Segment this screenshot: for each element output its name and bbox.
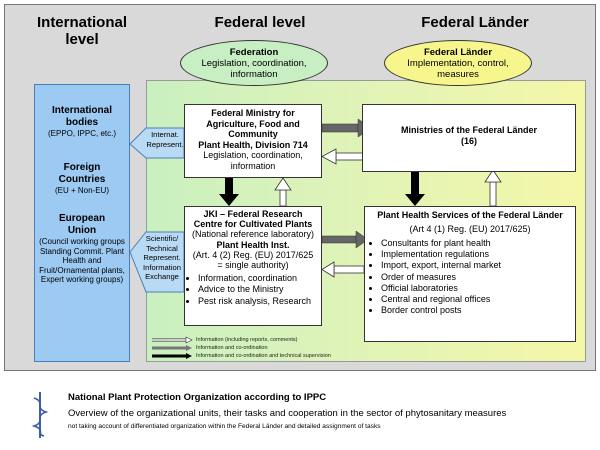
laender-ellipse-title: Federal Länder xyxy=(423,46,493,58)
arrow-services-to-jki xyxy=(321,261,365,278)
ministry-title: Federal Ministry for Agriculture, Food a… xyxy=(206,108,300,139)
eu-line-3: Expert working groups) xyxy=(40,275,124,285)
international-box: International bodies (EPPO, IPPC, etc.) … xyxy=(34,84,130,362)
services-title: Plant Health Services of the Federal Län… xyxy=(377,210,563,220)
arrow-jki-to-services xyxy=(321,230,369,249)
services-reg: (Art 4 (1) Reg. (EU) 2017/625) xyxy=(409,223,531,234)
services-item: Consultants for plant health xyxy=(381,238,569,249)
legend-arrow-information xyxy=(152,336,193,344)
arrow-jki-to-ministry xyxy=(274,177,292,207)
arrow-ministry-to-jki xyxy=(219,178,239,206)
legend-information: Information (including reports, comments… xyxy=(196,337,298,343)
arrow-services-to-laender-ministries xyxy=(484,169,502,207)
ministry-division: Plant Health, Division 714 xyxy=(198,139,308,150)
eu-title: European Union xyxy=(58,213,106,236)
arrow-laender-to-ministry xyxy=(321,148,367,165)
plant-health-services-box: Plant Health Services of the Federal Län… xyxy=(364,206,576,342)
footer-note: not taking account of differentiated org… xyxy=(68,423,381,430)
eu-line-1: (Council working groups xyxy=(39,237,125,246)
federation-title: Federation xyxy=(229,46,279,58)
foreign-title: Foreign Countries xyxy=(58,162,106,185)
notch-internat-label: Internat. Represent. xyxy=(146,130,184,149)
notch-scientific-label: Scientific/ Technical Represent. Informa… xyxy=(143,234,181,281)
footer-subtitle: Overview of the organizational units, th… xyxy=(68,408,507,419)
foreign-sub: (EU + Non-EU) xyxy=(54,186,109,195)
jki-title: JKI – Federal Research Centre for Cultiv… xyxy=(193,209,313,230)
services-item: Central and regional offices xyxy=(381,294,569,305)
column-title-federal: Federal level xyxy=(214,14,306,31)
legend-arrow-coordination xyxy=(152,345,192,351)
jki-subtitle: (National reference laboratory) xyxy=(191,229,315,240)
legend-coordination: Information and co-ordination xyxy=(196,345,268,351)
federation-ellipse: Federation Legislation, coordination, in… xyxy=(180,40,328,86)
jki-item: Advice to the Ministry xyxy=(198,284,318,295)
eu-line-2: Standing Commit. Plant Health and Fruit/… xyxy=(39,246,125,275)
laender-ministries-count: (16) xyxy=(460,136,477,146)
ministry-text: Legislation, coordination, information xyxy=(203,150,303,171)
legend-supervision: Information and co-ordination and techni… xyxy=(196,353,331,359)
jki-box: JKI – Federal Research Centre for Cultiv… xyxy=(184,206,322,326)
services-item: Implementation regulations xyxy=(381,249,569,260)
services-item: Border control posts xyxy=(381,305,569,316)
jki-single: = single authority) xyxy=(217,260,289,271)
intl-bodies-title: International bodies xyxy=(51,105,112,128)
laender-ministries-title: Ministries of the Federal Länder xyxy=(400,125,538,135)
jki-reg: (Art. 4 (2) Reg. (EU) 2017/625 xyxy=(192,249,314,260)
column-title-laender: Federal Länder xyxy=(421,14,529,31)
services-item: Official laboratories xyxy=(381,283,569,294)
services-item: Import, export, internal market xyxy=(381,260,569,271)
footer-title: National Plant Protection Organization a… xyxy=(68,392,327,403)
federation-text: Legislation, coordination, information xyxy=(201,57,307,80)
jki-item: Information, coordination xyxy=(198,273,318,284)
laender-ministries-box: Ministries of the Federal Länder (16) xyxy=(362,104,576,172)
column-title-international: International level xyxy=(36,14,127,48)
intl-bodies-sub: (EPPO, IPPC, etc.) xyxy=(47,129,116,138)
arrow-laender-ministries-to-services xyxy=(405,172,425,206)
services-item: Order of measures xyxy=(381,272,569,283)
laender-ellipse: Federal Länder Implementation, control, … xyxy=(384,40,532,86)
legend-arrow-supervision xyxy=(152,353,192,359)
federal-ministry-box: Federal Ministry for Agriculture, Food a… xyxy=(184,104,322,178)
staff-logo-icon xyxy=(31,392,49,438)
jki-inst: Plant Health Inst. xyxy=(216,239,290,250)
jki-item: Pest risk analysis, Research xyxy=(198,296,318,307)
laender-ellipse-text: Implementation, control, measures xyxy=(407,57,509,80)
